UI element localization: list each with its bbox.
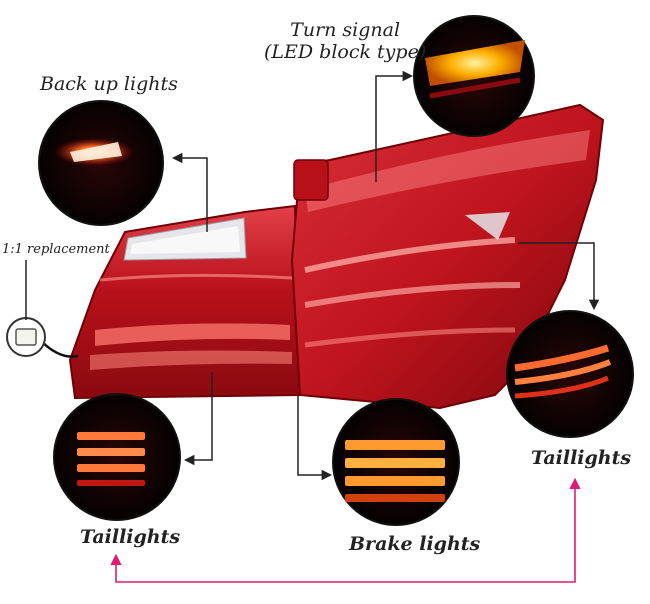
- brake-lights-circle: [332, 398, 460, 526]
- backup-lights-circle: [38, 100, 164, 226]
- taillights-link-arrow: [110, 477, 581, 583]
- callout-arrows: [171, 70, 600, 481]
- left-tail-lamp: [68, 204, 302, 400]
- turn-signal-label-line1: Turn signal: [290, 19, 401, 41]
- turn-signal-circle: [413, 15, 535, 137]
- backup-lights-label: Back up lights: [40, 73, 178, 95]
- brake-lights-label: Brake lights: [349, 533, 481, 555]
- taillights-left-circle: [53, 393, 181, 521]
- connector-plug: [6, 260, 79, 358]
- replacement-label: 1:1 replacement: [2, 242, 110, 257]
- taillights-right-circle: [506, 310, 634, 438]
- turn-signal-label: Turn signal (LED block type): [264, 19, 427, 64]
- taillights-left-label: Taillights: [80, 526, 181, 548]
- turn-signal-label-line2: (LED block type): [264, 40, 427, 63]
- taillights-right-label: Taillights: [531, 447, 632, 469]
